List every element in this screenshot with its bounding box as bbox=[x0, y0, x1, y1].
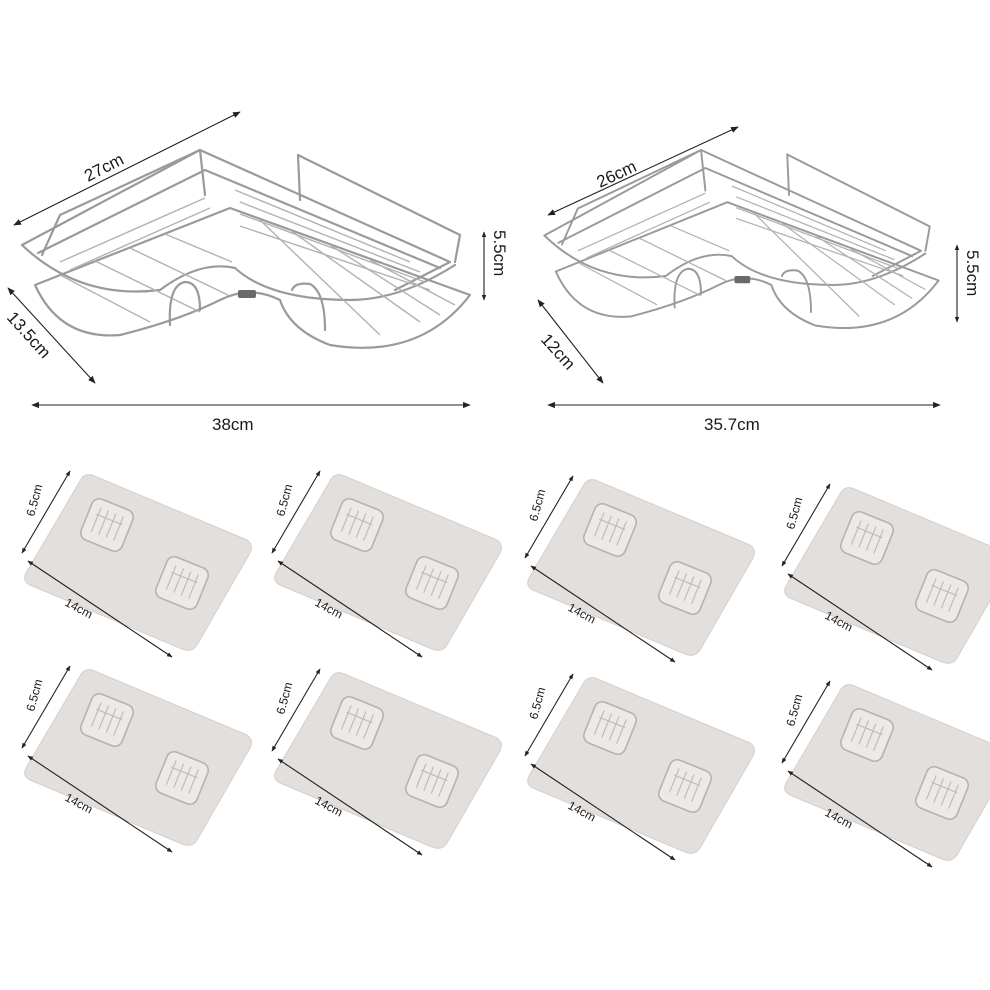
small-shelf-depth-label: 12cm bbox=[537, 330, 579, 374]
adhesive-pad-drawing bbox=[273, 473, 503, 652]
adhesive-pad-drawing bbox=[783, 486, 990, 665]
pad-height-label: 6.5cm bbox=[273, 681, 295, 716]
adhesive-pad-drawing bbox=[23, 473, 253, 652]
pad-height-label: 6.5cm bbox=[783, 496, 805, 531]
large-shelf-width-label: 38cm bbox=[212, 415, 254, 434]
pad-height-label: 6.5cm bbox=[783, 693, 805, 728]
adhesive-pads: 6.5cm14cm6.5cm14cm6.5cm14cm6.5cm14cm6.5c… bbox=[21, 470, 990, 868]
small-shelf-height-label: 5.5cm bbox=[963, 250, 982, 296]
small-shelf-width-label: 35.7cm bbox=[704, 415, 760, 434]
pad-height-label: 6.5cm bbox=[23, 678, 45, 713]
adhesive-pad-drawing bbox=[783, 683, 990, 862]
pad-height-label: 6.5cm bbox=[526, 488, 548, 523]
pad-height-label: 6.5cm bbox=[23, 483, 45, 518]
adhesive-pad-drawing bbox=[23, 668, 253, 847]
large-shelf: 27cm 13.5cm 5.5cm 38cm bbox=[3, 111, 509, 434]
adhesive-pad-drawing bbox=[526, 676, 756, 855]
large-shelf-depth-label: 13.5cm bbox=[3, 308, 54, 362]
adhesive-pad-drawing bbox=[526, 478, 756, 657]
large-shelf-height-label: 5.5cm bbox=[490, 230, 509, 276]
pad-height-label: 6.5cm bbox=[526, 686, 548, 721]
adhesive-pad-drawing bbox=[273, 671, 503, 850]
small-shelf: 26cm 12cm 5.5cm 35.7cm bbox=[537, 126, 982, 434]
pad-height-label: 6.5cm bbox=[273, 483, 295, 518]
